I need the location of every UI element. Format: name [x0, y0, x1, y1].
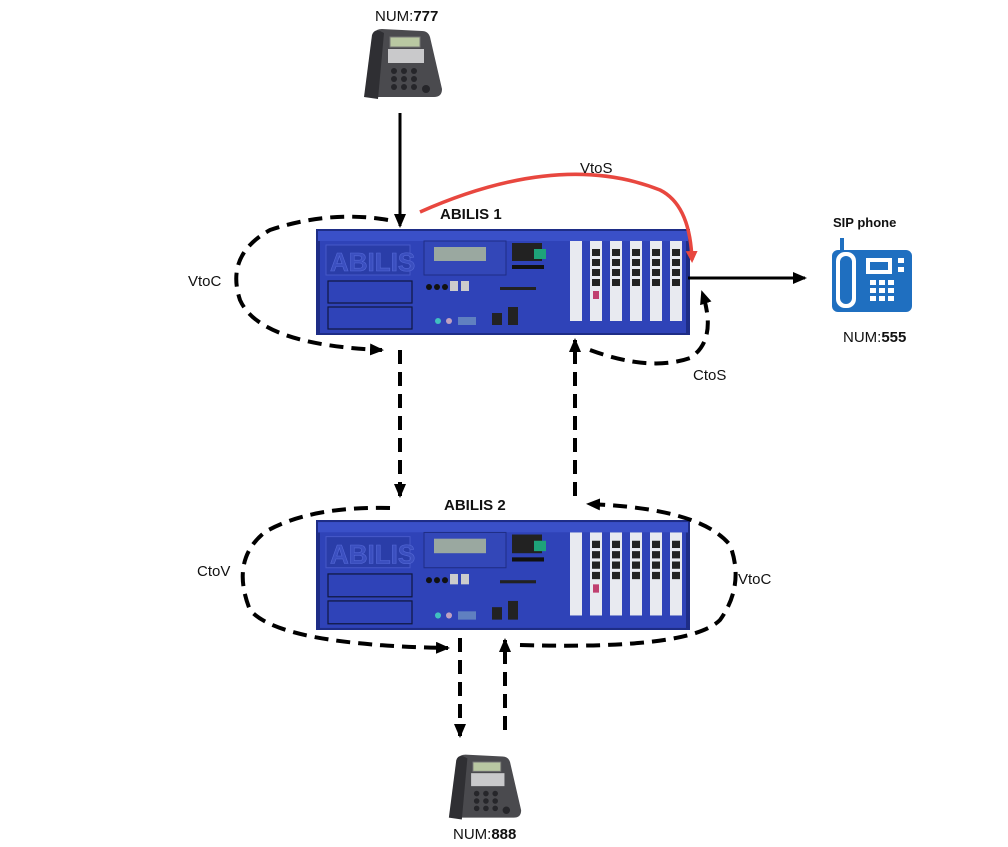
sip-phone-555-label: NUM:555 [843, 329, 906, 346]
arrow-vtos [419, 172, 698, 263]
num-prefix: NUM: [453, 826, 492, 843]
num-value: 777 [413, 8, 439, 25]
edge-label-vtoc-1: VtoC [188, 273, 222, 290]
phone-777-label: NUM:777 [375, 8, 438, 25]
num-value: 555 [881, 329, 907, 346]
abilis-1-title: ABILIS 1 [440, 206, 502, 223]
sip-phone-icon[interactable] [830, 236, 914, 314]
arrow-vtoc-2 [519, 498, 738, 648]
edge-label-vtoc-2: VtoC [738, 571, 772, 588]
arrow-vtoc-1 [234, 214, 389, 356]
edge-label-vtos: VtoS [580, 160, 613, 177]
abilis-logo: ABILIS [330, 247, 415, 277]
abilis-2-title: ABILIS 2 [444, 497, 506, 514]
abilis-logo: ABILIS [330, 539, 415, 570]
num-prefix: NUM: [843, 329, 882, 346]
num-prefix: NUM: [375, 8, 414, 25]
num-value: 888 [491, 826, 517, 843]
abilis-1-server[interactable]: ABILIS [316, 229, 690, 335]
edge-label-ctos: CtoS [693, 367, 727, 384]
sip-phone-title: SIP phone [833, 215, 897, 230]
arrow-ctov [240, 505, 450, 654]
phone-888-label: NUM:888 [453, 826, 516, 843]
desk-phone-888-icon[interactable] [447, 750, 523, 826]
abilis-2-server[interactable]: ABILIS [316, 520, 690, 630]
desk-phone-777-icon[interactable] [362, 27, 444, 103]
arrow-ctos [589, 290, 712, 366]
edge-label-ctov: CtoV [197, 563, 231, 580]
